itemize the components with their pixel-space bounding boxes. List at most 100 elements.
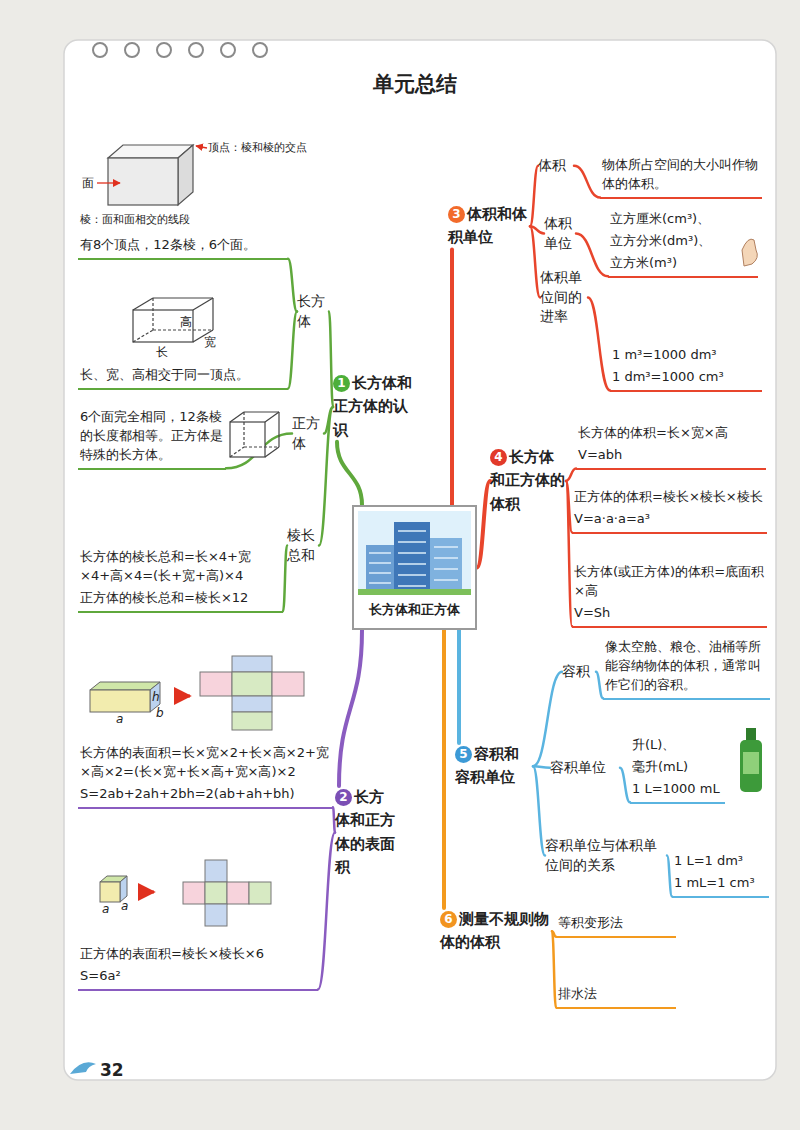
cube-net (183, 860, 271, 926)
cuboid-wireframe (153, 297, 213, 298)
sub-topic: 容积单位与体积单位间的关系 (545, 836, 667, 875)
branch-line (226, 434, 292, 469)
node-text: 1 dm³=1000 cm³ (612, 368, 760, 387)
leaf-note: 长方体的棱长总和=长×4+宽×4+高×4=(长+宽+高)×4 正方体的棱长总和=棱… (78, 548, 283, 613)
branch-line (288, 259, 297, 312)
node-text: V=a·a·a=a³ (574, 510, 765, 529)
branch-line (530, 166, 538, 226)
node-text: V=Sh (574, 604, 765, 623)
pointer-arrow (196, 146, 207, 148)
cube-net (205, 860, 227, 882)
sub-topic: 体积 (538, 156, 574, 176)
annotation-label: 宽 (204, 334, 216, 351)
leaf-note: 长、宽、高相交于同一顶点。 (78, 366, 288, 390)
cube-wireframe (265, 412, 279, 422)
pointer-arrow (97, 182, 120, 183)
node-text: 正方体的棱长总和=棱长×12 (80, 589, 281, 608)
leaf-note: 6个面完全相同，12条棱的长度都相等。正方体是特殊的长方体。 (78, 408, 226, 470)
sub-topic: 容积单位 (550, 758, 620, 778)
leaf-note: 1 m³=1000 dm³1 dm³=1000 cm³ (610, 346, 762, 392)
branch-topic: 6测量不规则物体的体积 (440, 908, 552, 955)
page-title: 单元总结 (0, 70, 800, 98)
branch-line (533, 766, 550, 768)
node-text: 正方体的体积=棱长×棱长×棱长 (574, 488, 765, 507)
leaf-note: 物体所占空间的大小叫作物体的体积。 (600, 156, 762, 199)
number-badge: 3 (448, 206, 465, 223)
dolphin-mark (70, 1062, 96, 1074)
branch-line (333, 807, 335, 832)
node-text: 长方体和正方体 (354, 601, 475, 620)
binder-ring (157, 43, 171, 57)
annotation-label: b (156, 706, 164, 720)
cuboid-drawing (108, 158, 178, 205)
node-text: 长方体的表面积=长×宽×2+长×高×2+宽×高×2=(长×宽+长×高+宽×高)×… (80, 744, 331, 782)
cuboid-drawing (108, 145, 193, 158)
leaf-note: 立方厘米(cm³)、立方分米(dm³)、立方米(m³) (608, 210, 758, 278)
node-text: S=2ab+2ah+2bh=2(ab+ah+bh) (80, 785, 331, 804)
number-badge: 2 (335, 789, 352, 806)
branch-line (566, 468, 576, 480)
cube-wireframe (243, 412, 244, 447)
node-text: 长方体的棱长总和=长×4+宽×4+高×4=(长+宽+高)×4 (80, 548, 281, 586)
hand-picture (742, 239, 757, 266)
branch-line (596, 672, 603, 699)
branch-line (319, 407, 333, 546)
node-text: V=abh (578, 446, 764, 465)
cube-wireframe (265, 447, 279, 457)
sub-topic: 棱长总和 (287, 526, 319, 565)
cube-solid (100, 876, 127, 882)
page-card (64, 40, 776, 1080)
cuboid-wireframe (152, 298, 153, 330)
cube-wireframe (244, 446, 279, 447)
node-text: 像太空舱、粮仓、油桶等所能容纳物体的体积，通常叫作它们的容积。 (605, 638, 768, 695)
cube-solid (100, 882, 120, 902)
branch-line (457, 630, 461, 743)
node-text: 长方体 (297, 293, 325, 329)
branch-line (574, 166, 600, 198)
node-text: 长、宽、高相交于同一顶点。 (80, 366, 286, 385)
cube-net (205, 904, 227, 926)
unfold-arrow (176, 695, 190, 698)
branch-line (329, 312, 333, 407)
node-text: S=6a² (80, 967, 316, 986)
cuboid-net (232, 656, 272, 672)
cuboid-wireframe (153, 329, 213, 330)
cube-wireframe (230, 412, 279, 457)
cuboid-net (200, 656, 304, 730)
number-badge: 1 (333, 375, 350, 392)
node-text: 立方厘米(cm³)、 (610, 210, 756, 229)
cuboid-wireframe (133, 298, 153, 310)
cuboid-wireframe (133, 310, 193, 342)
cube-wireframe (278, 412, 279, 447)
branch-line (339, 630, 362, 786)
cuboid-solid (90, 682, 160, 690)
pointer-arrow (97, 146, 207, 183)
annotation-label: 面 (82, 175, 94, 192)
bottle-picture (740, 740, 762, 792)
cuboid-drawing (108, 145, 193, 205)
leaf-note: 长方体的体积=长×宽×高 V=abh (576, 424, 766, 470)
branch-line (588, 297, 610, 390)
binder-ring (253, 43, 267, 57)
annotation-label: a (121, 899, 128, 913)
branch-topic: 1长方体和正方体的认识 (333, 372, 413, 442)
node-text: 容积单位 (550, 759, 606, 775)
cuboid-net (232, 712, 272, 730)
node-text: 长方体的体积=长×宽×高 (578, 424, 764, 443)
node-text: 棱长总和 (287, 527, 315, 563)
annotation-label: a (116, 712, 123, 726)
node-text: 6个面完全相同，12条棱的长度都相等。正方体是特殊的长方体。 (80, 408, 224, 465)
leaf-note: 长方体(或正方体)的体积=底面积×高 V=Sh (572, 563, 767, 628)
sub-topic: 体积单位间的进率 (540, 268, 588, 327)
cuboid-wireframe (133, 330, 153, 342)
cube-wireframe (230, 422, 265, 457)
central-topic: 长方体和正方体 (352, 505, 477, 630)
node-text: 长方体(或正方体)的体积=底面积×高 (574, 563, 765, 601)
leaf-note: 1 L=1 dm³1 mL=1 cm³ (672, 852, 769, 898)
binder-ring (125, 43, 139, 57)
bottle-picture (746, 728, 756, 740)
hand-picture (742, 239, 757, 266)
branch-line (288, 312, 297, 389)
annotation-label: 棱：面和面相交的线段 (80, 212, 190, 227)
